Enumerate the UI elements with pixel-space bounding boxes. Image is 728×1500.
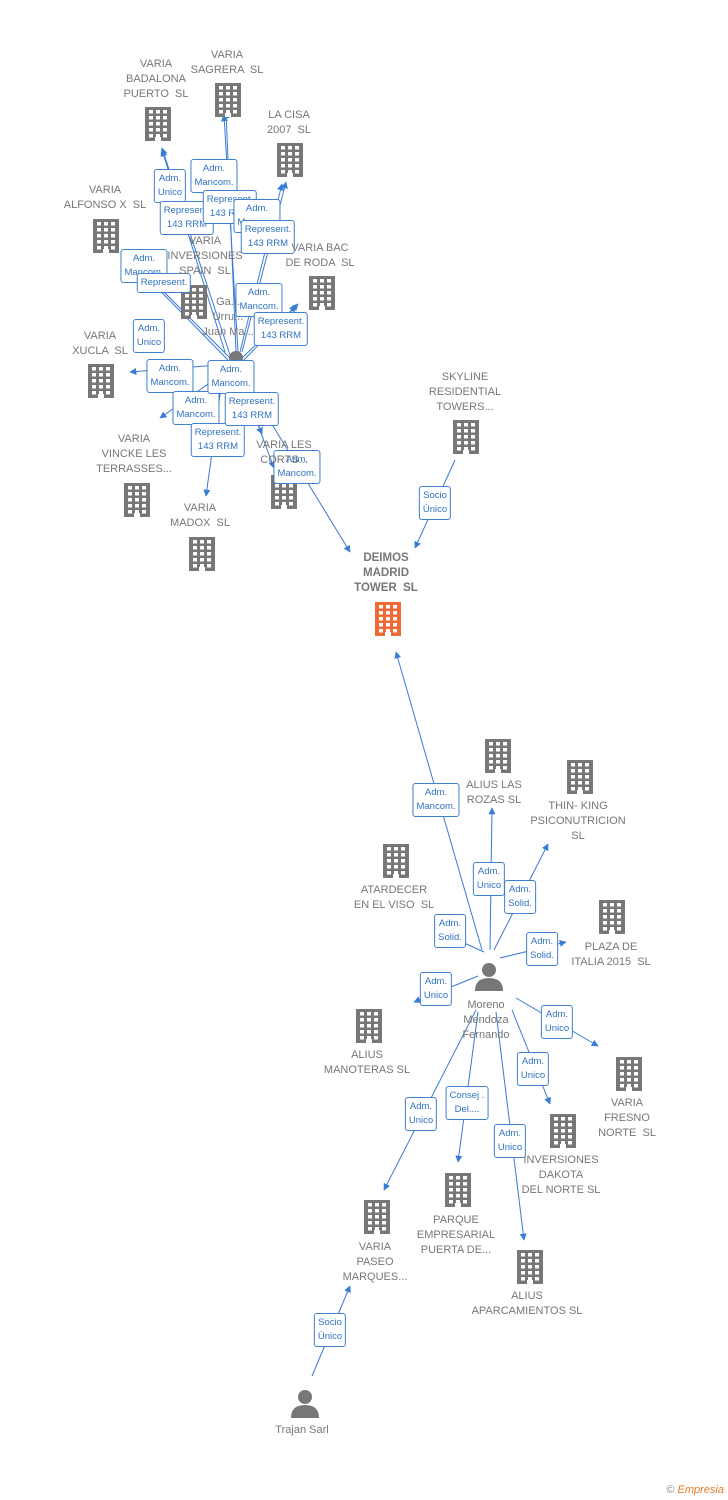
edge-label[interactable]: Represent. 143 RRM [224,392,280,426]
node-label: VARIA SAGRERA SL [190,49,264,76]
nodes-layer [88,83,642,1418]
edge-label[interactable]: Represent. 143 RRM [253,312,309,346]
edge-label[interactable]: Adm. Unico [404,1097,438,1131]
building-icon-c_plaza[interactable] [599,900,625,934]
copyright-symbol: © [666,1484,675,1496]
building-icon-c_paseo[interactable] [364,1200,390,1234]
edge-label[interactable]: Adm. Mancom. [207,360,255,394]
building-icon-c_thinking[interactable] [567,760,593,794]
node-label: INVERSIONES DAKOTA DEL NORTE SL [521,1154,601,1196]
node-label: VARIA ALFONSO X SL [63,184,147,211]
building-icon-c_bacderoda[interactable] [309,276,335,310]
edge-label[interactable]: Adm. Unico [419,972,453,1006]
node-label: ALIUS LAS ROZAS SL [466,779,522,806]
edge-label[interactable]: Adm. Mancom. [412,783,460,817]
edge-label[interactable]: Adm. Mancom. [273,450,321,484]
person-icon-p_trajan[interactable] [291,1390,319,1418]
edge-label[interactable]: Adm. Solid. [504,880,536,914]
edge-label[interactable]: Adm. Solid. [526,932,558,966]
building-icon-c_fresno[interactable] [616,1057,642,1091]
node-label: THIN- KING PSICONUTRICION SL [530,800,626,842]
building-icon-c_madox[interactable] [189,537,215,571]
node-label: PLAZA DE ITALIA 2015 SL [571,941,651,968]
building-icon-c_aparcamientos[interactable] [517,1250,543,1284]
edge-label[interactable]: Represent. 143 RRM [240,220,296,254]
edge-label[interactable]: Represent. 143 RRM [159,201,215,235]
edge-label[interactable]: Adm. Unico [472,862,506,896]
building-icon-c_manoteras[interactable] [356,1009,382,1043]
node-label: ALIUS APARCAMIENTOS SL [471,1290,583,1317]
building-icon-c_badalona[interactable] [145,107,171,141]
edge-label[interactable]: Adm. Mancom. [172,391,220,425]
edge-label[interactable]: Socio Único [313,1313,347,1347]
node-label: LA CISA 2007 SL [266,109,312,136]
building-icon-c_deimos[interactable] [375,602,401,636]
edge-label[interactable]: Adm. Unico [493,1124,527,1158]
node-label: Moreno Mendoza Fernando [462,999,510,1041]
node-label: ALIUS MANOTERAS SL [323,1049,411,1076]
building-icon-c_xucla[interactable] [88,364,114,398]
edge-label[interactable]: Adm. Unico [540,1005,574,1039]
person-icon-p_moreno[interactable] [475,963,503,991]
node-label: Ga... Urru... Juan Ma... [202,296,254,338]
edge-label[interactable]: Represent. [136,273,192,293]
node-label: VARIA BAC DE RODA SL [285,242,355,269]
node-label: Trajan Sarl [275,1424,329,1436]
building-icon-c_inversiones[interactable] [181,285,207,319]
edge-label[interactable]: Adm. Mancom. [146,359,194,393]
node-label: PARQUE EMPRESARIAL PUERTA DE... [416,1214,496,1256]
building-icon-c_alfonso[interactable] [93,219,119,253]
edge-label[interactable]: Adm. Mancom. [190,159,238,193]
building-icon-c_lacisa[interactable] [277,143,303,177]
building-icon-c_aliuslasrozas[interactable] [485,739,511,773]
building-icon-c_dakota[interactable] [550,1114,576,1148]
edge-label[interactable]: Adm. Unico [516,1052,550,1086]
building-icon-c_sagrera[interactable] [215,83,241,117]
node-label: ATARDECER EN EL VISO SL [353,884,435,911]
edge-label[interactable]: Adm. Unico [132,319,166,353]
node-label: VARIA BADALONA PUERTO SL [123,58,189,100]
brand-logo[interactable]: Empresia [677,1484,724,1496]
node-label: DEIMOS MADRID TOWER SL [354,552,418,594]
building-icon-c_vincke[interactable] [124,483,150,517]
node-label: VARIA VINCKE LES TERRASSES... [96,433,172,475]
building-icon-c_atardecer[interactable] [383,844,409,878]
edge-label[interactable]: Socio Único [418,486,452,520]
node-label: VARIA XUCLA SL [72,330,128,357]
node-label: VARIA FRESNO NORTE SL [598,1097,656,1139]
edge-label[interactable]: Adm. Solid. [434,914,466,948]
node-label: VARIA MADOX SL [170,502,230,529]
building-icon-c_parque[interactable] [445,1173,471,1207]
edge-label[interactable]: Adm. Mancom. [235,283,283,317]
building-icon-c_skyline[interactable] [453,420,479,454]
edge-label[interactable]: Represent. 143 RRM [190,423,246,457]
edge-label[interactable]: Consej . Del.... [445,1086,489,1120]
node-label: VARIA PASEO MARQUES... [342,1241,408,1283]
node-label: VARIA LES CORTS... [256,439,312,466]
node-label: VARIA INVERSIONES SPAIN SL [167,235,243,277]
footer: © Empresia [666,1484,724,1496]
edge-label[interactable]: Adm. Unico [153,169,187,203]
node-label: SKYLINE RESIDENTIAL TOWERS... [428,371,502,413]
